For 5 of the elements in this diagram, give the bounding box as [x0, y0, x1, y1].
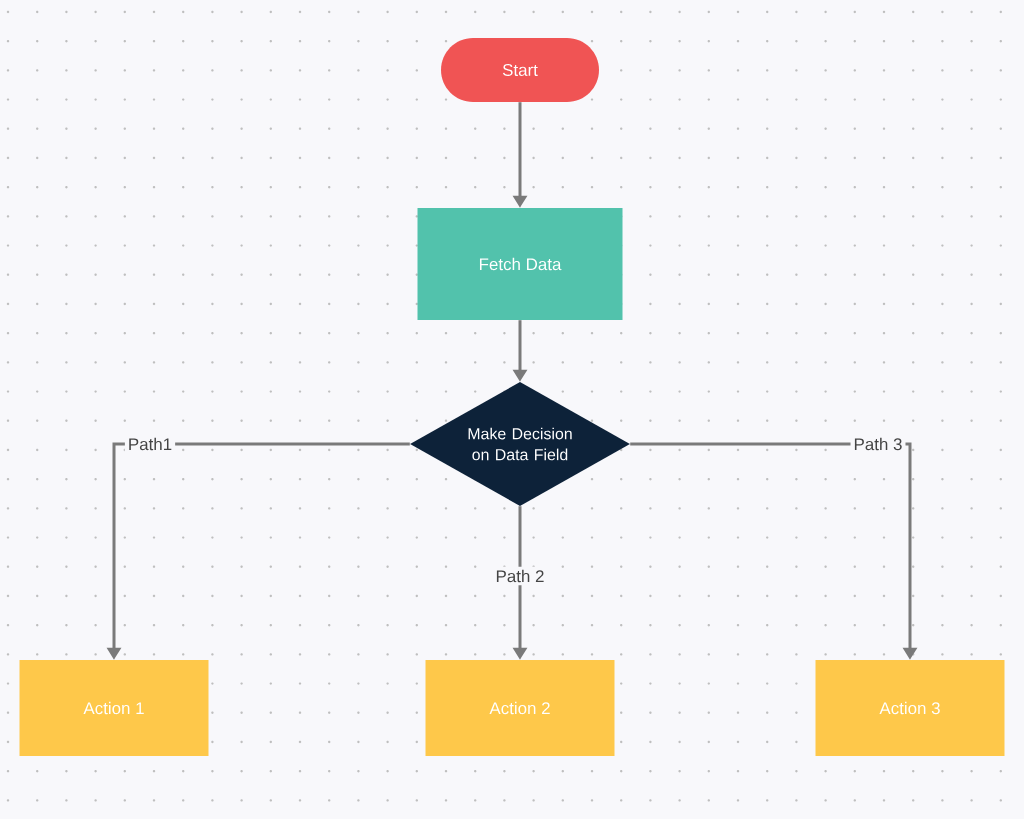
- action-box: Action 1: [19, 660, 209, 756]
- action-box: Action 3: [815, 660, 1005, 756]
- action-box: Action 2: [425, 660, 615, 756]
- start-terminal: Start: [441, 38, 599, 102]
- process-box: Fetch Data: [417, 208, 623, 320]
